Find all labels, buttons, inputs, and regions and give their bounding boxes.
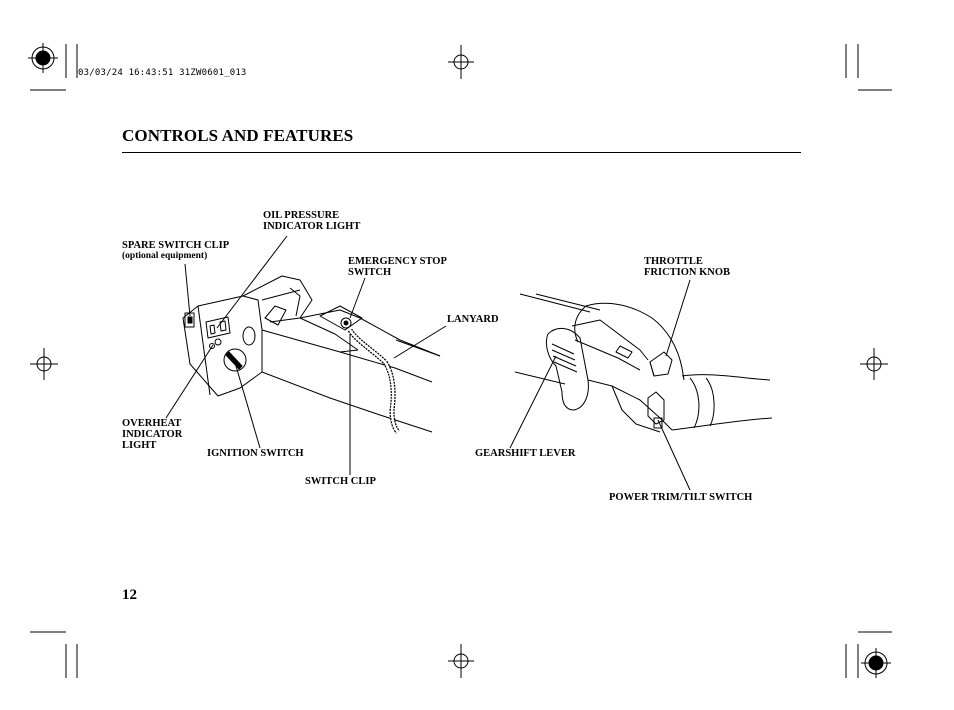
remote-control-box-illustration: [182, 275, 441, 434]
label-ignition-switch: IGNITION SWITCH: [207, 448, 304, 459]
callout-leader-lines: [165, 235, 691, 491]
label-gearshift-lever: GEARSHIFT LEVER: [475, 448, 576, 459]
crop-marks-top-left: [30, 44, 78, 91]
registration-cross-left-icon: [30, 348, 58, 380]
page-title: CONTROLS AND FEATURES: [122, 126, 354, 145]
label-spare-switch-clip: SPARE SWITCH CLIP (optional equipment): [122, 240, 230, 261]
label-lanyard: LANYARD: [447, 314, 499, 325]
registration-target-top-left-icon: [28, 43, 58, 73]
registration-cross-bottom-icon: [448, 644, 474, 678]
page-number: 12: [122, 587, 137, 603]
label-switch-clip: SWITCH CLIP: [305, 476, 376, 487]
registration-cross-right-icon: [860, 348, 888, 380]
label-overheat-indicator: OVERHEAT INDICATOR LIGHT: [122, 418, 183, 451]
title-rule: [122, 152, 801, 153]
print-stamp: 03/03/24 16:43:51 31ZW0601_013: [78, 68, 247, 78]
registration-cross-top-icon: [448, 45, 474, 79]
label-power-trim-tilt-switch: POWER TRIM/TILT SWITCH: [609, 492, 753, 503]
label-oil-pressure: OIL PRESSURE INDICATOR LIGHT: [263, 210, 361, 232]
label-emergency-stop-switch: EMERGENCY STOP SWITCH: [348, 256, 447, 278]
label-throttle-friction-knob: THROTTLE FRICTION KNOB: [644, 256, 731, 278]
crop-marks-bottom-left: [30, 631, 78, 678]
crop-marks-bottom-right: [845, 631, 892, 678]
registration-target-bottom-right-icon: [861, 648, 891, 678]
crop-marks-top-right: [845, 44, 892, 91]
tiller-handle-illustration: [514, 293, 773, 433]
